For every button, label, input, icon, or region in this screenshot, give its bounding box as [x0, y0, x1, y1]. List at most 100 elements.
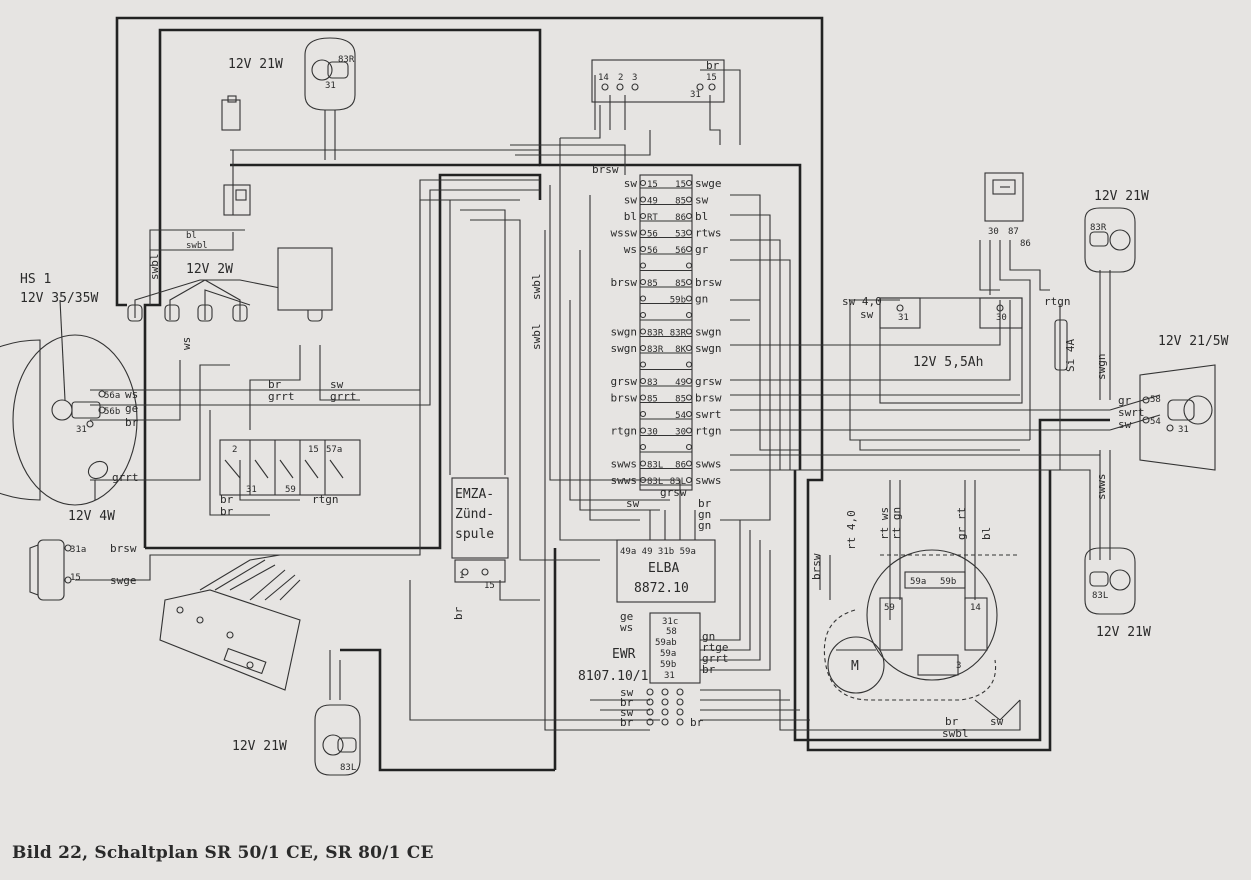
switch-pin-15: 15 [308, 445, 319, 455]
terminal-left-pin [639, 295, 647, 302]
terminal-right-pin [685, 311, 693, 319]
stop-tail-lamp-pin-54: 54 [1150, 417, 1161, 427]
wire-label-w21: sw [620, 686, 634, 699]
tail-lamp-top-pin-83r: 83R [338, 55, 355, 65]
top-connector [591, 59, 725, 103]
fuse [1054, 319, 1068, 371]
flasher-pin-59ab: 59ab [655, 638, 677, 648]
top-connector-pin-15: 15 [706, 73, 717, 83]
terminal-right-color: swge [695, 177, 722, 190]
wire-label-w29b: sw [1118, 418, 1132, 431]
terminal-row [639, 443, 693, 453]
terminal-left-pin [639, 245, 647, 253]
flasher-pin-31: 31 [664, 671, 675, 681]
wire-label-w2: bl [186, 231, 197, 241]
terminal-right-pin-label: 85 [675, 197, 686, 207]
terminal-right-color: swgn [695, 342, 722, 355]
terminal-right-pin [685, 394, 693, 401]
wire-label-w23: sw [620, 706, 634, 719]
terminal-right-pin-label: 49 [675, 378, 686, 388]
terminal-left-pin [639, 311, 647, 319]
terminal-right-pin-label: 15 [675, 180, 686, 190]
terminal-right-pin [685, 229, 693, 236]
headlamp-pin-56b: 56b [104, 407, 120, 417]
terminal-left-pin [639, 196, 647, 203]
terminal-left-pin [639, 394, 647, 401]
headlamp [0, 299, 138, 506]
terminal-left-pin-label: 83L [647, 461, 663, 471]
terminal-right-pin-label: 59b [670, 296, 686, 306]
wire-label-w25: swbl [148, 254, 161, 281]
regulator-line1: ELBA [648, 561, 679, 576]
terminal-left-color: swws [611, 458, 638, 471]
parking-lamp-rating: 12V 4W [68, 509, 115, 524]
wire-label-w22: br [620, 696, 634, 709]
wire-label-w30: gr [1118, 394, 1132, 407]
terminal-row [639, 262, 693, 272]
wire-label-w28: swrt [1118, 406, 1145, 419]
terminal-left-color: swgn [611, 326, 638, 339]
relay-pin-87: 87 [1008, 227, 1019, 237]
figure-caption: Bild 22, Schaltplan SR 50/1 CE, SR 80/1 … [12, 843, 434, 863]
battery-wire-left: sw 4,0 [842, 295, 882, 308]
top-connector-pin-2: 2 [618, 73, 623, 83]
thin-wires [75, 69, 1161, 731]
terminal-right-pin [685, 361, 693, 368]
wire-label-w7: grrt [112, 471, 139, 484]
wire-label-w16: sw [626, 497, 640, 510]
wire-label-w33b: ge [620, 610, 633, 623]
terminal-left-pin [639, 410, 647, 418]
terminal-left-pin [639, 377, 647, 385]
terminal-left-color: brsw [611, 276, 638, 289]
terminal-right-color: gr [695, 243, 709, 256]
wire-label-w13: brsw [110, 542, 137, 555]
switch-pin-57a: 57a [326, 445, 342, 455]
rear-indicator-top-rating: 12V 21W [1094, 189, 1149, 204]
headlamp-name: HS 1 [20, 272, 51, 287]
terminal-right-pin [685, 328, 693, 335]
ignition-coil-pin-15: 15 [484, 581, 495, 591]
terminal-left-pin [639, 427, 647, 434]
generator [823, 549, 1020, 701]
wire-label-w3: swbl [186, 241, 208, 251]
generator-wire-rtgn: rt gn [890, 507, 903, 540]
wire-label-w35: swbl [530, 274, 543, 301]
flasher-ewr [649, 612, 701, 684]
terminal-row [639, 311, 693, 321]
terminal-left-pin [639, 460, 647, 467]
terminal-left-color: ws [624, 243, 637, 256]
terminal-right-pin [685, 443, 693, 451]
terminal-left-color: grsw [611, 375, 638, 388]
terminal-left-pin [639, 328, 647, 335]
terminal-left-pin-label: 83R [647, 329, 664, 339]
terminal-left-color: brsw [611, 392, 638, 405]
terminal-right-pin [685, 262, 693, 269]
flasher-pin-58: 58 [666, 627, 677, 637]
headlamp-pin-31: 31 [76, 425, 87, 435]
wire-label-w24: br [620, 716, 634, 729]
terminal-left-pin [639, 443, 647, 451]
switch-block [219, 439, 361, 496]
terminal-left-pin [639, 278, 647, 286]
indicator-lamps-rating: 12V 2W [186, 262, 233, 277]
rear-indicator-bottom-rating: 12V 21W [1096, 625, 1151, 640]
stop-tail-lamp-pin-31: 31 [1178, 425, 1189, 435]
terminal-right-pin [685, 278, 693, 286]
wire-label-w12: br [220, 493, 234, 506]
regulator-elba [616, 510, 716, 603]
terminal-right-pin [685, 377, 693, 385]
terminal-right-pin-label: 83R [670, 329, 687, 339]
ignition-coil-pin-1: 1 [459, 571, 464, 581]
terminal-left-pin-label: 83 [647, 378, 658, 388]
terminal-right-pin [685, 427, 693, 434]
generator-pin-59a: 59a [910, 577, 926, 587]
terminal-right-color: sw [695, 194, 709, 207]
